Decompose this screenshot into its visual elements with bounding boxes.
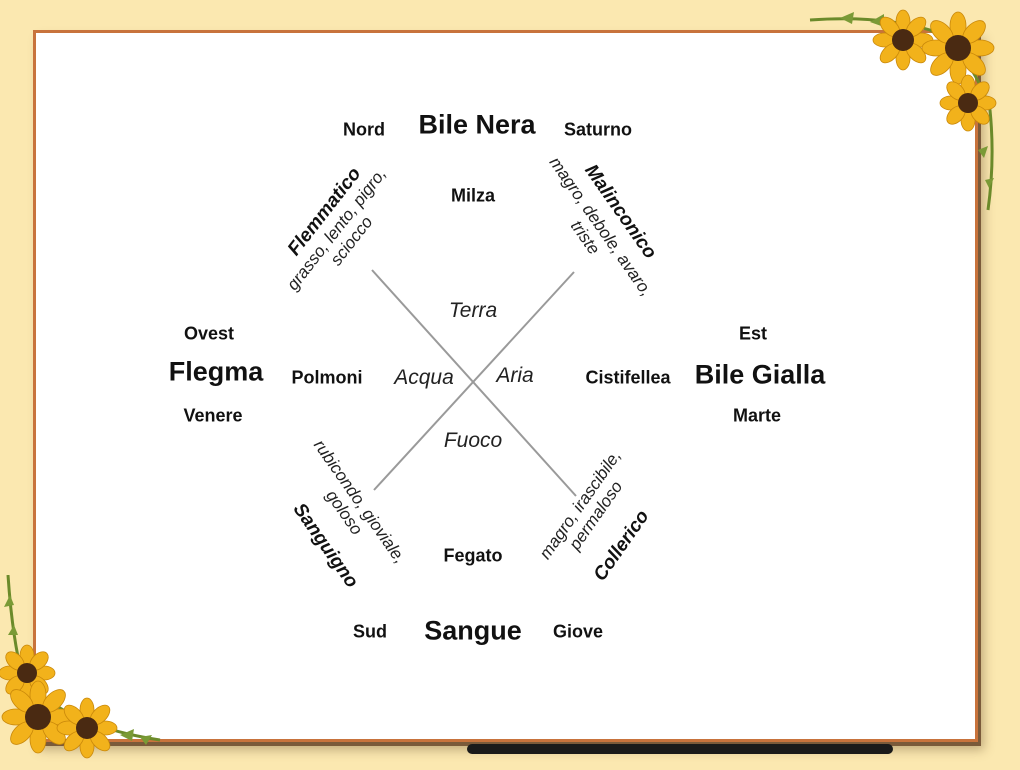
sunflower-icon — [940, 75, 996, 131]
organ-liver: Fegato — [443, 546, 502, 567]
sunflowers-top-right — [800, 0, 1020, 215]
organ-spleen: Milza — [451, 186, 495, 207]
direction-east: Est — [739, 324, 767, 345]
element-earth: Terra — [449, 299, 497, 323]
humor-blood: Sangue — [424, 616, 522, 647]
home-indicator-bar[interactable] — [467, 744, 893, 754]
humor-yellow-bile: Bile Gialla — [695, 360, 826, 391]
sunflower-icon — [2, 681, 74, 753]
element-water: Acqua — [394, 366, 454, 390]
planet-saturn: Saturno — [564, 120, 632, 141]
sunflowers-bottom-left — [0, 575, 170, 770]
planet-jupiter: Giove — [553, 622, 603, 643]
humor-phlegm: Flegma — [169, 357, 264, 388]
sunflower-icon — [873, 10, 933, 70]
organ-gallbladder: Cistifellea — [585, 368, 670, 389]
element-fire: Fuoco — [444, 429, 502, 453]
sunflower-icon — [0, 645, 55, 701]
element-air: Aria — [496, 364, 533, 388]
planet-venus: Venere — [183, 406, 242, 427]
planet-mars: Marte — [733, 406, 781, 427]
sunflower-icon — [922, 12, 994, 84]
sunflower-icon — [57, 698, 117, 758]
organ-lungs: Polmoni — [292, 368, 363, 389]
direction-west: Ovest — [184, 324, 234, 345]
humor-black-bile: Bile Nera — [418, 110, 535, 141]
direction-south: Sud — [353, 622, 387, 643]
direction-north: Nord — [343, 120, 385, 141]
